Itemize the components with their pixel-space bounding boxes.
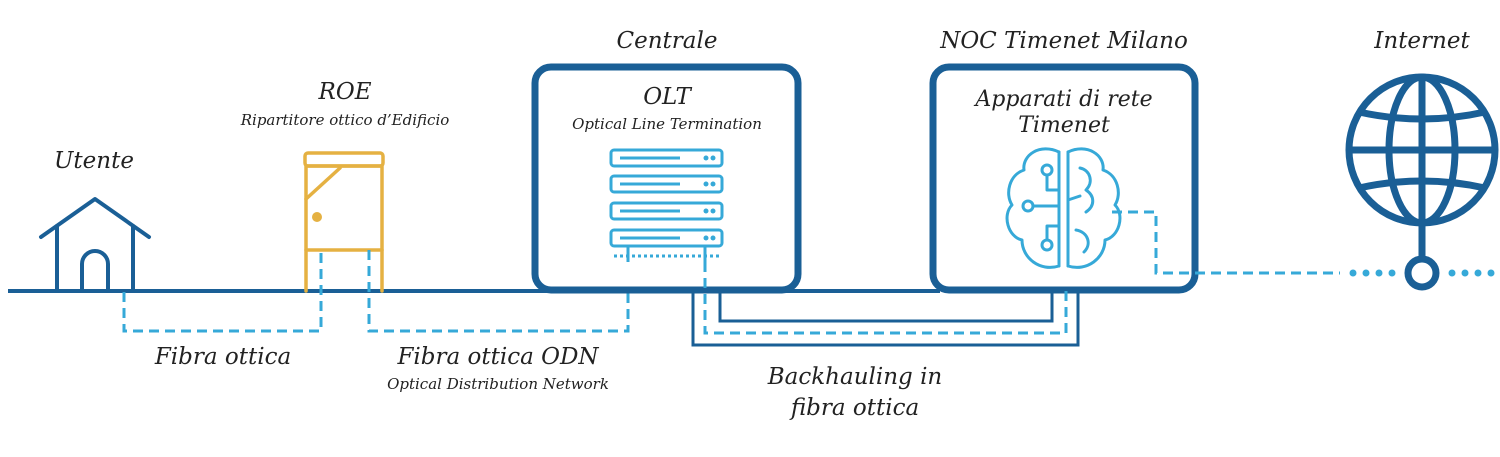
- noc-box: [929, 63, 1199, 294]
- cabinet-handle: [312, 212, 322, 222]
- cabinet-icon: [303, 151, 385, 293]
- internet-dots: [1349, 269, 1495, 277]
- globe-icon: [1345, 73, 1499, 259]
- backhauling-label: Backhauling in fibra ottica: [767, 364, 943, 421]
- centrale-box: [531, 63, 802, 294]
- backhauling-link: [691, 262, 1080, 347]
- olt-sublabel: Optical Line Termination: [572, 115, 762, 133]
- centrale-header: Centrale: [616, 28, 718, 54]
- fibra-ottica-label: Fibra ottica: [154, 344, 292, 370]
- utente-label: Utente: [54, 148, 134, 174]
- internet-label: Internet: [1374, 28, 1470, 54]
- roe-label: ROE: [318, 79, 372, 105]
- brain-nodes: [1021, 163, 1054, 252]
- olt-label: OLT: [643, 84, 691, 110]
- internet-link: [1112, 210, 1340, 275]
- odn-link: [367, 250, 630, 333]
- brain-circuit-icon: [1005, 147, 1122, 269]
- odn-sublabel: Optical Distribution Network: [387, 375, 609, 393]
- server-leds: [703, 155, 716, 241]
- house-icon: [39, 197, 151, 293]
- noc-apparati-label: Apparati di rete Timenet: [975, 87, 1153, 138]
- fibra-ottica-link: [122, 250, 323, 333]
- odn-label: Fibra ottica ODN: [397, 344, 599, 370]
- internet-node: [1404, 255, 1440, 291]
- noc-header: NOC Timenet Milano: [940, 28, 1188, 54]
- roe-sublabel: Ripartitore ottico d’Edificio: [240, 111, 450, 129]
- server-rack-icon: [609, 148, 724, 262]
